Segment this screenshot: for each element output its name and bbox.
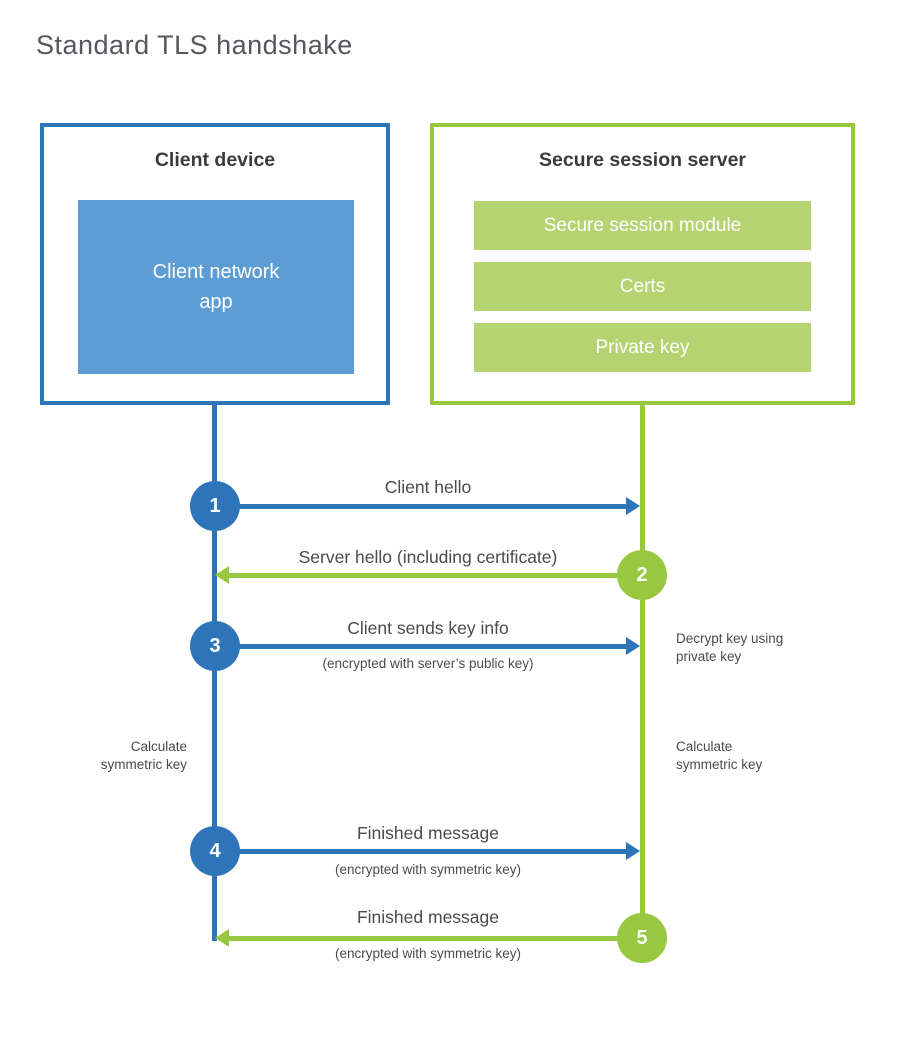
client-lifeline [212,405,217,941]
step-3-arrow-line [215,644,626,649]
client-device-title: Client device [154,149,276,171]
step-4-badge: 4 [190,826,240,876]
page-title: Standard TLS handshake [36,30,353,60]
step-4-arrow-line [215,849,626,854]
server-module-secure-session: Secure session module [474,201,811,250]
client-network-app-box: Client network app [78,200,354,374]
step-5-sublabel: (encrypted with symmetric key) [334,946,522,961]
server-title: Secure session server [538,149,747,171]
step-2-arrowhead-left-icon [215,566,229,584]
step-1-arrowhead-right-icon [626,497,640,515]
client-device-box: Client device Client network app [40,123,390,405]
step-1-label: Client hello [384,477,472,497]
calculate-symmetric-key-note-server: Calculate symmetric key [676,739,763,773]
server-module-private-key: Private key [474,323,811,372]
step-4-label: Finished message [356,823,500,843]
calculate-symmetric-key-note-client: Calculate symmetric key [100,739,187,773]
server-lifeline [640,405,645,941]
step-2-label: Server hello (including certificate) [298,547,558,567]
step-3-sublabel: (encrypted with server’s public key) [322,656,534,671]
step-1-arrow-line [215,504,626,509]
step-2-arrow-line [229,573,642,578]
step-1-badge: 1 [190,481,240,531]
step-5-label: Finished message [356,907,500,927]
step-4-arrowhead-right-icon [626,842,640,860]
step-2-badge: 2 [617,550,667,600]
step-4-sublabel: (encrypted with symmetric key) [334,862,522,877]
step-5-arrow-line [229,936,642,941]
server-box: Secure session server Secure session mod… [430,123,855,405]
step-5-badge: 5 [617,913,667,963]
step-5-arrowhead-left-icon [215,929,229,947]
step-3-badge: 3 [190,621,240,671]
step-3-arrowhead-right-icon [626,637,640,655]
step-3-label: Client sends key info [347,618,509,638]
server-module-certs: Certs [474,262,811,311]
decrypt-key-note: Decrypt key using private key [676,631,784,665]
